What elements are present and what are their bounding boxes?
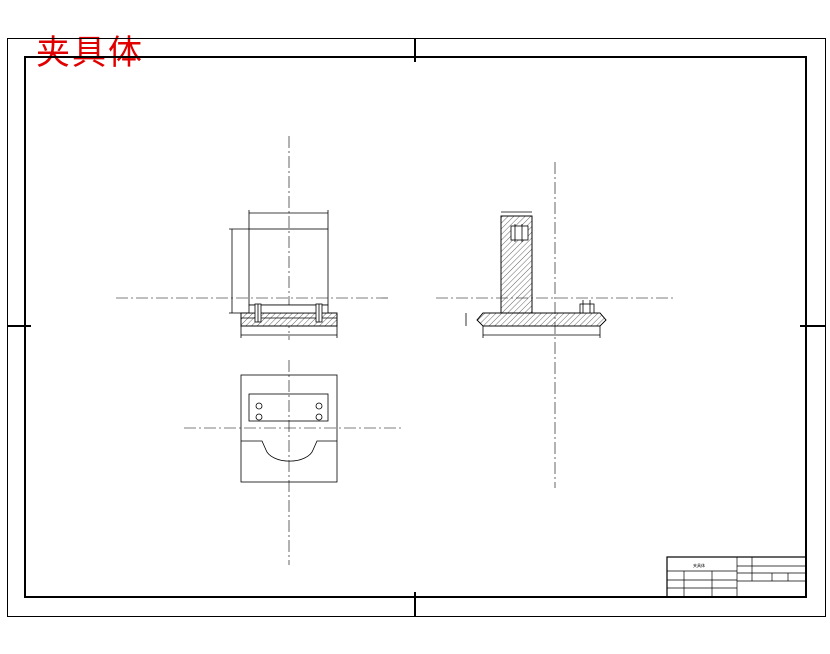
side-view	[465, 211, 607, 338]
drawing-frame	[24, 56, 807, 598]
top-outline	[240, 374, 338, 483]
top-inner-block	[248, 393, 329, 422]
sheet-border	[7, 38, 826, 617]
centering-marks	[7, 38, 826, 617]
front-body	[248, 228, 329, 306]
drawing-title: 夹具体	[36, 33, 144, 73]
front-view	[229, 210, 338, 338]
centerlines	[116, 136, 676, 565]
top-view	[240, 374, 338, 483]
title-block-part-name: 夹具体	[693, 562, 705, 568]
title-block	[666, 556, 807, 598]
top-cutout	[241, 440, 337, 462]
